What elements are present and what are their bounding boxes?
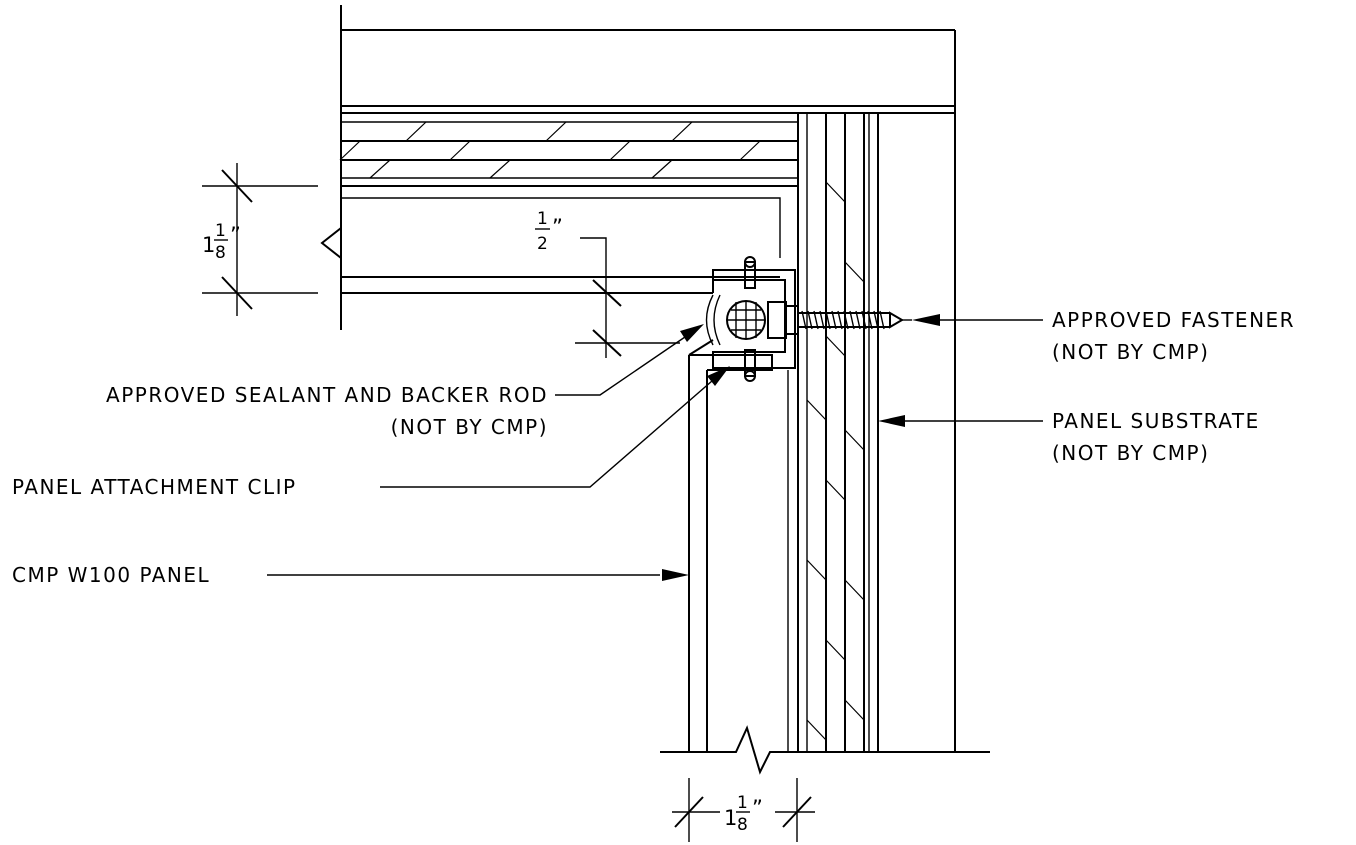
dim-half-numerator: 1 xyxy=(537,209,548,229)
leader-panel xyxy=(267,569,689,581)
break-line-bottom xyxy=(660,725,990,775)
leader-clip xyxy=(380,366,730,488)
substrate-hatch-vertical xyxy=(806,181,865,741)
dim-left-whole: 1 xyxy=(202,233,215,257)
label-sealant-line1: APPROVED SEALANT AND BACKER ROD xyxy=(106,383,548,407)
panel-attachment-clip-graphic xyxy=(688,256,799,382)
leader-sealant xyxy=(555,324,704,396)
dimension-left-vertical: 1 1 8 ” xyxy=(202,163,318,316)
dim-left-denominator: 8 xyxy=(215,243,226,263)
dim-half-denominator: 2 xyxy=(537,234,548,254)
label-panel: CMP W100 PANEL xyxy=(12,563,210,587)
backer-rod xyxy=(726,300,766,340)
label-clip: PANEL ATTACHMENT CLIP xyxy=(12,475,297,499)
dim-bottom-whole: 1 xyxy=(724,806,737,830)
leader-fastener xyxy=(912,314,1043,326)
dim-bottom-inch: ” xyxy=(752,796,763,820)
dim-left-numerator: 1 xyxy=(215,221,226,241)
label-fastener-line2: (NOT BY CMP) xyxy=(1052,340,1209,364)
dim-half-inch: ” xyxy=(552,215,563,239)
dimension-half-inch: 1 2 ” xyxy=(535,209,680,358)
label-sealant-line2: (NOT BY CMP) xyxy=(391,415,548,439)
label-substrate-line2: (NOT BY CMP) xyxy=(1052,441,1209,465)
dim-bottom-denominator: 8 xyxy=(737,815,748,835)
label-substrate-line1: PANEL SUBSTRATE xyxy=(1052,409,1260,433)
label-fastener-line1: APPROVED FASTENER xyxy=(1052,308,1295,332)
dimension-bottom-horizontal: 1 1 8 ” xyxy=(672,778,815,842)
substrate-hatch-horizontal xyxy=(339,121,761,179)
top-panel-assembly xyxy=(339,5,956,752)
dim-left-inch: ” xyxy=(230,223,241,247)
fastener-screw-graphic xyxy=(798,310,912,330)
wall-substrate-assembly xyxy=(688,113,879,752)
leader-substrate xyxy=(878,415,1043,427)
dim-bottom-numerator: 1 xyxy=(737,793,748,813)
break-line-left xyxy=(320,198,342,277)
